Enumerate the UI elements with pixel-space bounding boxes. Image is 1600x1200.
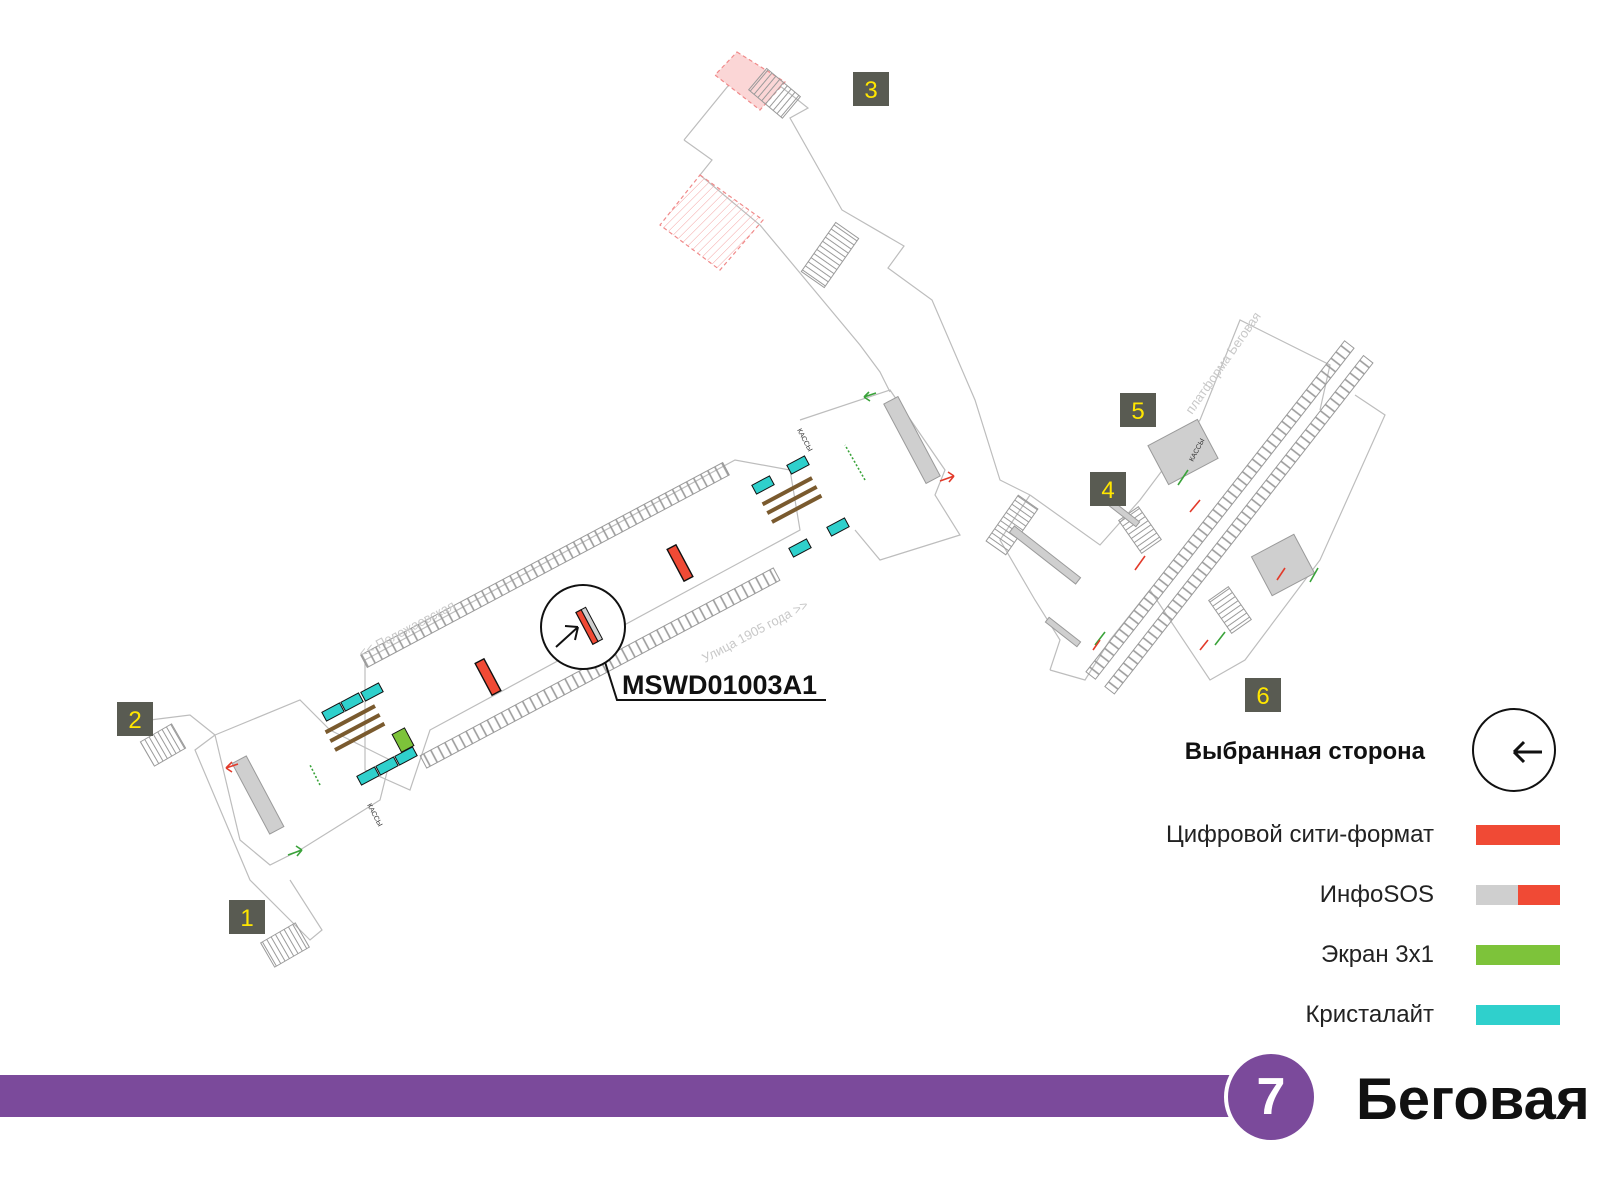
- exit-badge-4: 4: [1090, 472, 1126, 506]
- exit-badge-1: 1: [229, 900, 265, 934]
- legend-swatch-screen-3x1: [1476, 945, 1560, 965]
- station-outline: [149, 69, 1386, 941]
- swatch-part: [1476, 1005, 1518, 1025]
- swatch-part: [1518, 825, 1560, 845]
- legend-label-crystalite: Кристалайт: [1305, 1001, 1434, 1028]
- swatch-part: [1518, 945, 1560, 965]
- line-number: 7: [1256, 1068, 1286, 1126]
- kiosk-label-east: КАССЫ: [795, 428, 813, 453]
- legend-label-screen-3x1: Экран 3x1: [1320, 941, 1434, 968]
- legend-swatch-crystalite: [1476, 1005, 1560, 1025]
- legend-item-screen-3x1: Экран 3x1: [1321, 940, 1560, 970]
- exit-number-2: 2: [128, 707, 141, 734]
- swatch-part: [1476, 825, 1518, 845]
- swatch-part: [1518, 1005, 1560, 1025]
- kiosk: КАССЫ КАССЫ КАССЫ: [365, 428, 1206, 828]
- legend-swatch-digital-city: [1476, 825, 1560, 845]
- stairs: [139, 67, 1252, 968]
- selected-side-circle: [1472, 708, 1556, 792]
- exit-badge-2: 2: [117, 702, 153, 736]
- exit-badge-6: 6: [1245, 678, 1281, 712]
- crystalite-panels: [321, 455, 850, 786]
- legend-item-crystalite: Кристалайт: [1305, 1000, 1560, 1030]
- swatch-part: [1476, 945, 1518, 965]
- street-label-begovaya-platform: платформа Беговая: [1182, 309, 1264, 417]
- street-label-polezhaevskaya: << Полежаевская: [356, 597, 457, 660]
- exit-number-6: 6: [1256, 683, 1269, 710]
- arrow-left-icon: [1512, 740, 1542, 764]
- railway-tracks: [360, 340, 1374, 769]
- swatch-part: [1518, 885, 1560, 905]
- station-name: Беговая: [1356, 1067, 1590, 1132]
- legend-label-digital-city: Цифровой сити-формат: [1165, 821, 1434, 848]
- selected-board-marker: [540, 584, 826, 701]
- selected-code-label: MSWD01003A1: [622, 670, 817, 700]
- swatch-part: [1476, 885, 1518, 905]
- screen-3x1: [391, 727, 415, 753]
- exit-number-5: 5: [1131, 398, 1144, 425]
- escalators: [324, 476, 823, 752]
- street-labels: << Полежаевская Улица 1905 года >> платф…: [356, 309, 1263, 666]
- legend-item-digital-city: Цифровой сити-формат: [1166, 820, 1560, 850]
- legend-swatch-infosos: [1476, 885, 1560, 905]
- legend-label-infosos: ИнфоSOS: [1319, 881, 1434, 908]
- direction-arrows: [225, 391, 1319, 857]
- exit-badge-5: 5: [1120, 393, 1156, 427]
- kiosk-label-west: КАССЫ: [365, 803, 383, 828]
- legend-selected-side-label: Выбранная сторона: [1184, 738, 1425, 765]
- exit-number-3: 3: [864, 77, 877, 104]
- exit-number-1: 1: [240, 905, 253, 932]
- exit-number-4: 4: [1101, 477, 1114, 504]
- exit-badges: 1 2 3 4 5 6: [117, 72, 1281, 934]
- metro-line-bar: [0, 1075, 1235, 1117]
- digital-city-format-boards: [474, 543, 694, 697]
- line-number-badge: 7: [1224, 1050, 1318, 1144]
- exit-badge-3: 3: [853, 72, 889, 106]
- ticket-areas: [231, 395, 1316, 835]
- legend-item-infosos: ИнфоSOS: [1320, 880, 1560, 910]
